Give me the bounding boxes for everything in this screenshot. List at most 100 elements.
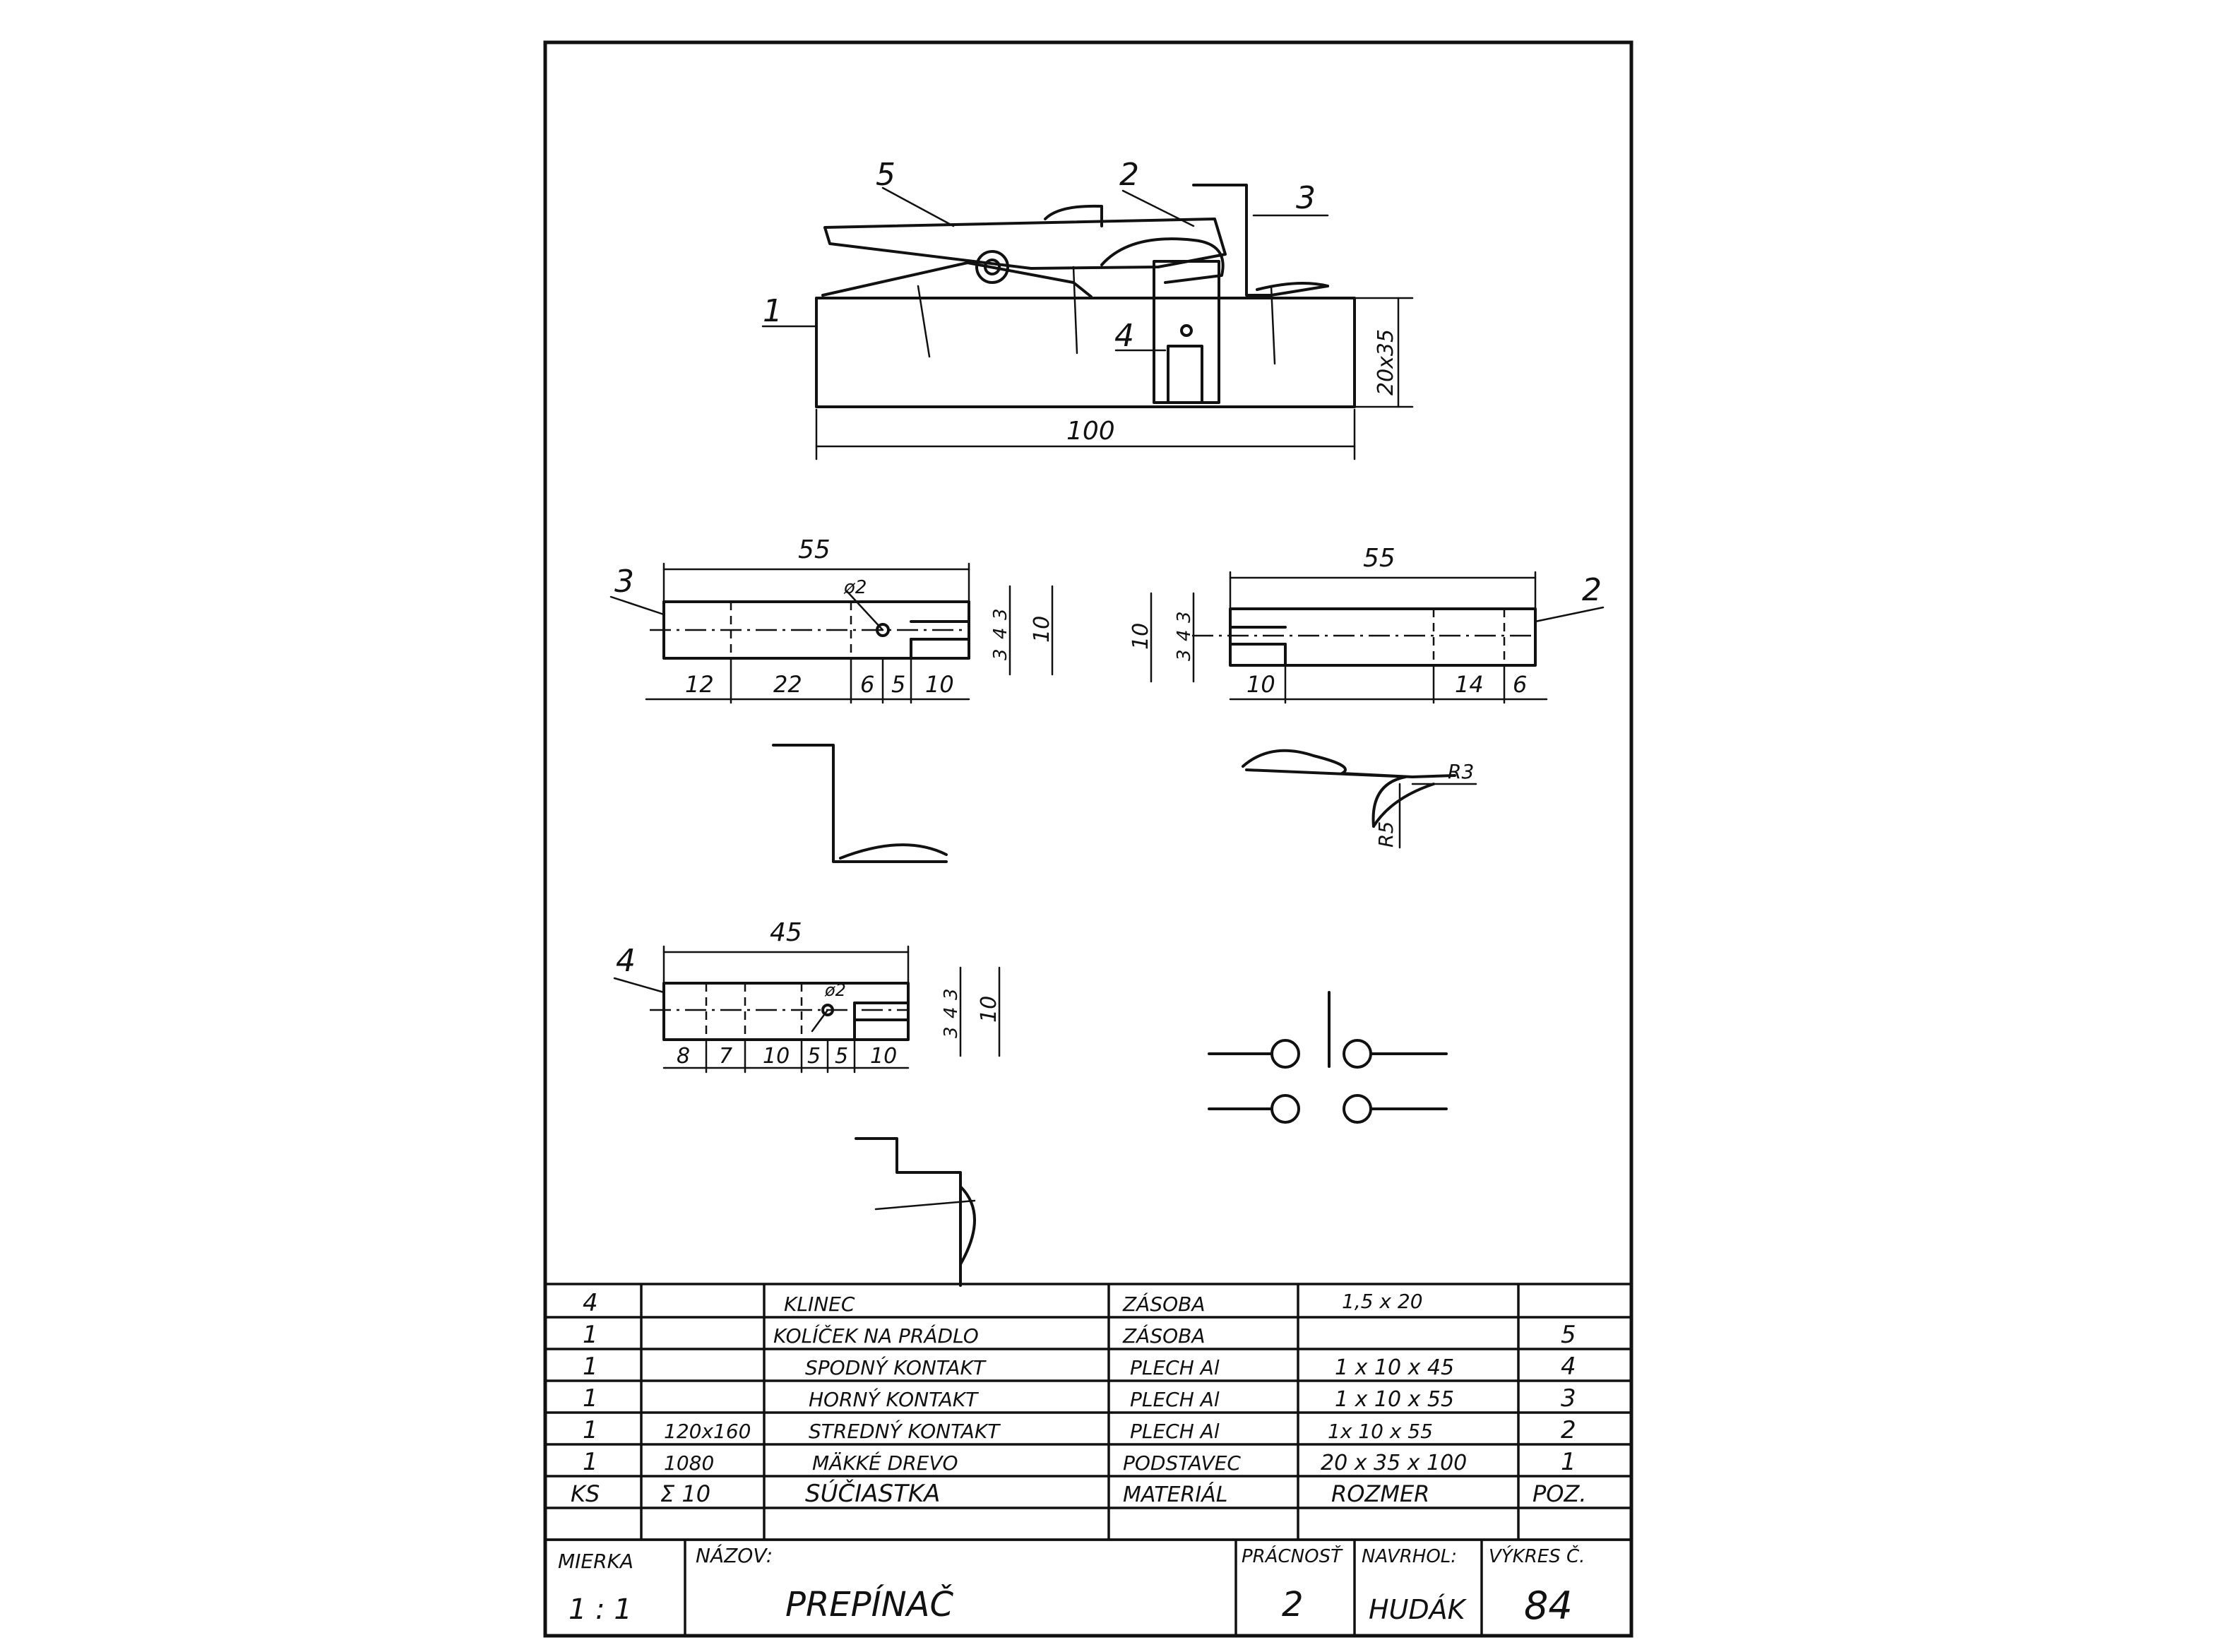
part2-bottom-2: 6: [1513, 671, 1527, 698]
part2-bottom-1: 14: [1455, 671, 1484, 698]
part3-h-0: 3: [990, 648, 1011, 660]
callout-2: 2: [1119, 157, 1139, 193]
row0-name: KLINEC: [784, 1293, 855, 1316]
base-block: [815, 297, 1356, 408]
row4-size: 1x 10 x 55: [1328, 1420, 1433, 1443]
row5-weight: 1080: [664, 1451, 714, 1475]
part4-h-1: 4: [941, 1006, 962, 1018]
header-material: MATERIÁL: [1123, 1482, 1227, 1507]
row3-qty: 1: [583, 1384, 598, 1413]
header-weight: Σ 10: [660, 1480, 710, 1507]
part3-bent-shape: [772, 744, 948, 863]
part3-hole: ø2: [843, 577, 867, 598]
part4-h-2: 3: [941, 988, 962, 1000]
drawing-no-label: VÝKRES Č.: [1489, 1545, 1585, 1567]
part3-h-3: 10: [1030, 616, 1054, 643]
row4-name: STREDNÝ KONTAKT: [809, 1419, 1001, 1443]
part4-seg-2: 10: [763, 1044, 790, 1069]
part2-bent-shape: [1242, 749, 1456, 778]
scale-label: MIERKA: [558, 1550, 633, 1573]
row1-qty: 1: [583, 1321, 598, 1349]
name-label: NÁZOV:: [696, 1543, 773, 1567]
part2-h-0: 10: [1129, 623, 1153, 650]
dim-assembly-length: 100: [1066, 417, 1115, 446]
part-2-view: 55 10 3 4 3 10 14 6 2 R3 R5: [1129, 544, 1605, 849]
middle-contact: [1100, 237, 1225, 284]
part4-seg-3: 5: [807, 1044, 821, 1069]
part4-seg-4: 5: [835, 1044, 848, 1069]
row0-qty: 4: [583, 1289, 598, 1317]
name-value: PREPÍNAČ: [785, 1584, 953, 1624]
callout-4: 4: [1114, 318, 1134, 354]
part2-h-1: 3: [1174, 611, 1195, 623]
assembly-view: 1 5 2 3 4 100 20x35: [761, 157, 1414, 460]
row3-size: 1 x 10 x 55: [1335, 1387, 1454, 1412]
row4-pos: 2: [1561, 1416, 1576, 1444]
part3-h-2: 3: [990, 608, 1011, 620]
part3-h-1: 4: [990, 627, 1011, 639]
dim-assembly-section: 20x35: [1374, 329, 1398, 396]
switch-symbol: [1208, 991, 1448, 1124]
row2-material: PLECH Al: [1130, 1356, 1220, 1379]
row1-material: ZÁSOBA: [1122, 1324, 1206, 1348]
row2-pos: 4: [1561, 1353, 1576, 1381]
part2-length: 55: [1363, 544, 1395, 573]
designer-value: HUDÁK: [1369, 1594, 1468, 1625]
part4-length: 45: [770, 918, 802, 947]
sheet-frame: [543, 40, 1633, 1638]
part3-seg-2: 6: [860, 671, 874, 698]
part3-seg-4: 10: [925, 671, 954, 698]
part3-length: 55: [798, 535, 831, 564]
row1-name: KOLÍČEK NA PRÁDLO: [773, 1324, 979, 1348]
row4-weight: 120x160: [664, 1420, 751, 1443]
part2-radius-a: R3: [1448, 760, 1474, 783]
part2-bottom-0: 10: [1246, 671, 1275, 698]
part4-bent-shape: [855, 1137, 962, 1287]
row5-pos: 1: [1561, 1448, 1576, 1476]
part4-h-3: 10: [977, 996, 1001, 1023]
row1-pos: 5: [1561, 1321, 1576, 1349]
part3-callout: 3: [614, 564, 634, 600]
row5-material: PODSTAVEC: [1123, 1451, 1241, 1475]
row3-pos: 3: [1561, 1384, 1576, 1413]
part4-seg-0: 8: [677, 1044, 690, 1069]
row2-name: SPODNÝ KONTAKT: [805, 1355, 987, 1379]
part3-seg-0: 12: [685, 671, 714, 698]
part2-radius-b: R5: [1374, 821, 1398, 848]
difficulty-value: 2: [1282, 1585, 1304, 1624]
part2-h-3: 3: [1174, 649, 1195, 661]
row5-size: 20 x 35 x 100: [1321, 1451, 1467, 1475]
header-size: ROZMER: [1331, 1480, 1429, 1507]
parts-list: 4 KLINEC ZÁSOBA 1,5 x 20 1 KOLÍČEK NA PR…: [544, 1283, 1633, 1541]
row4-qty: 1: [583, 1416, 598, 1444]
row5-name: MÄKKÉ DREVO: [812, 1451, 958, 1475]
row3-material: PLECH Al: [1130, 1388, 1220, 1411]
row5-qty: 1: [583, 1448, 598, 1476]
row0-size: 1,5 x 20: [1342, 1290, 1423, 1313]
part4-seg-5: 10: [870, 1044, 897, 1069]
header-name: SÚČIASTKA: [805, 1479, 940, 1508]
callout-5: 5: [876, 157, 895, 193]
part4-callout: 4: [616, 943, 636, 979]
title-block: MIERKA 1 : 1 NÁZOV: PREPÍNAČ PRÁCNOSŤ 2 …: [544, 1538, 1633, 1637]
part3-seg-3: 5: [891, 671, 905, 698]
lower-contact: [1153, 260, 1220, 404]
part4-hole: ø2: [824, 980, 846, 1000]
part2-h-2: 4: [1174, 629, 1195, 641]
row2-size: 1 x 10 x 45: [1335, 1355, 1454, 1380]
drawing-no-value: 84: [1524, 1583, 1573, 1628]
difficulty-label: PRÁCNOSŤ: [1242, 1545, 1343, 1567]
row3-name: HORNÝ KONTAKT: [809, 1387, 979, 1411]
scale-value: 1 : 1: [569, 1593, 632, 1626]
upper-contact: [1192, 184, 1329, 297]
callout-3: 3: [1296, 180, 1316, 216]
designer-label: NAVRHOL:: [1362, 1546, 1457, 1567]
row4-material: PLECH Al: [1130, 1420, 1220, 1443]
row2-qty: 1: [583, 1353, 598, 1381]
part-3-view: ø2 55 12 22 6 5 10 3 4 3 10 3: [609, 535, 1054, 863]
header-pos: POZ.: [1532, 1480, 1587, 1507]
part4-h-0: 3: [941, 1026, 962, 1038]
part4-seg-1: 7: [719, 1044, 732, 1069]
callout-1: 1: [763, 293, 782, 329]
